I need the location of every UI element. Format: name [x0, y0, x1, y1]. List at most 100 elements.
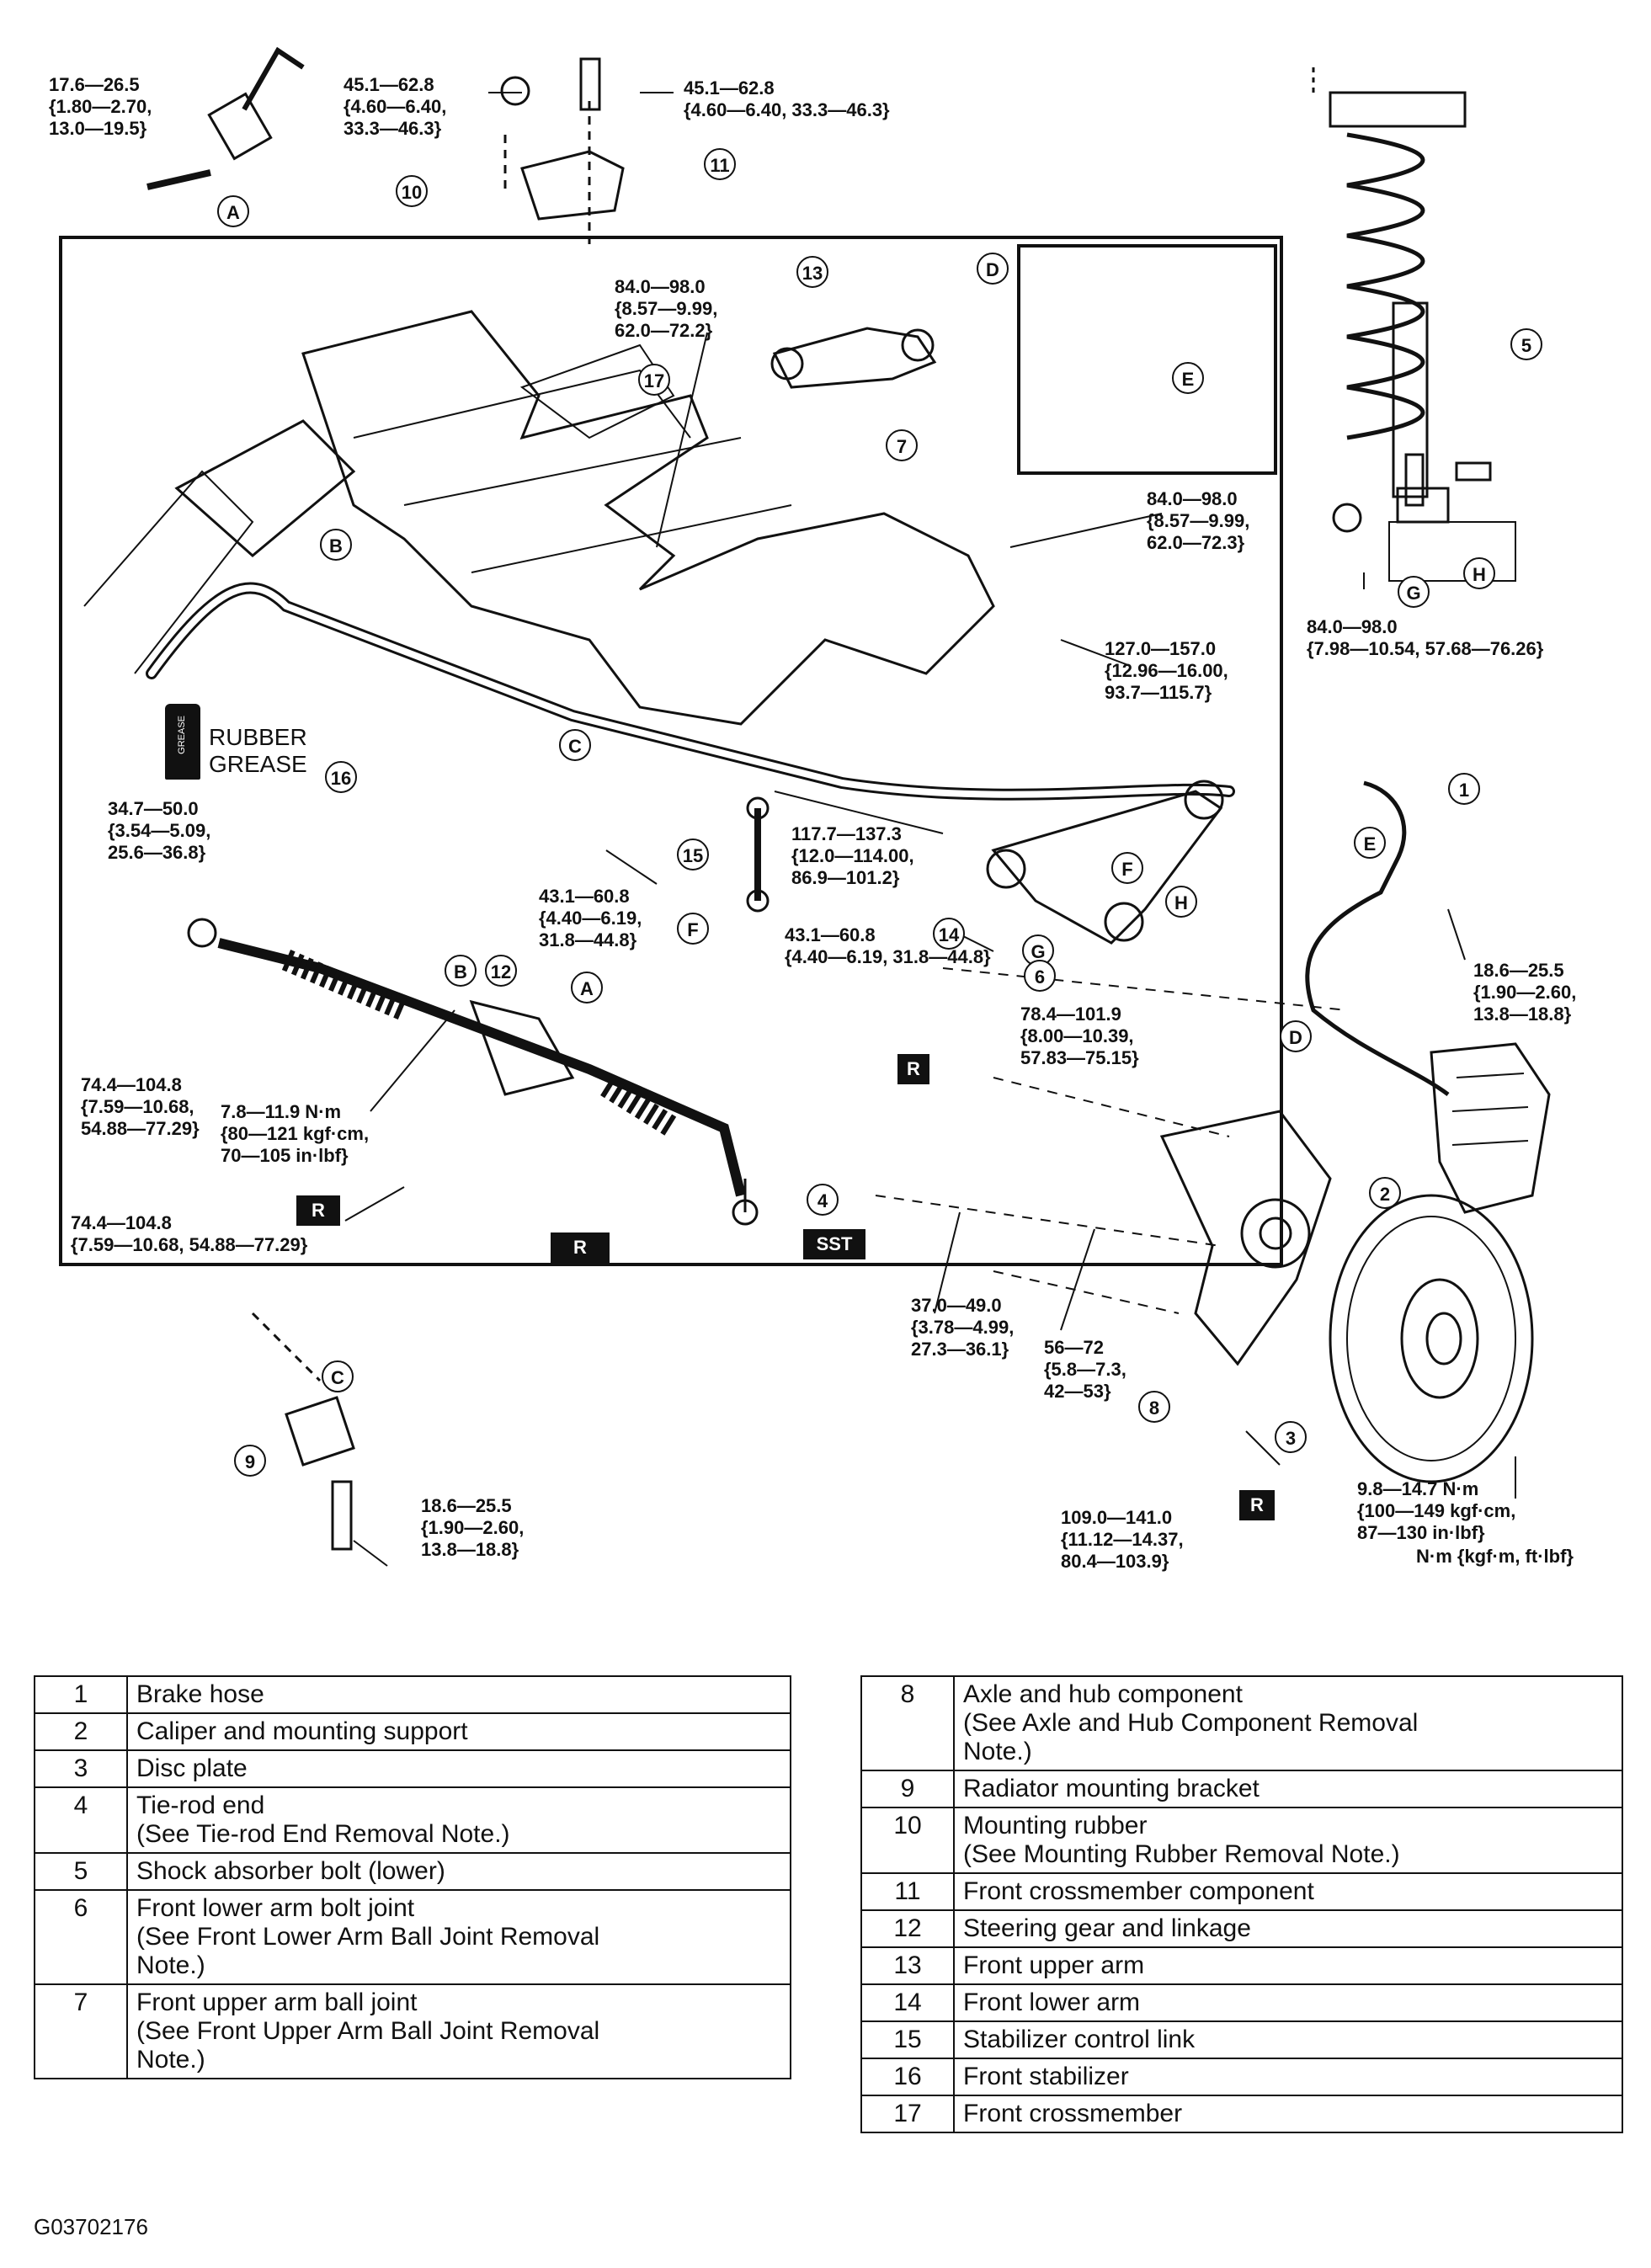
part-description-line: Radiator mounting bracket: [963, 1775, 1260, 1802]
torque-label-mounting-rubber-bolt: 45.1—62.8{4.60—6.40, 33.3—46.3}: [684, 77, 890, 120]
parts-row: 3 Disc plate: [34, 1749, 791, 1788]
part-description-line: (See Front Upper Arm Ball Joint Removal: [136, 2017, 600, 2045]
part-number: 13: [860, 1946, 955, 1985]
radiator-bracket: [285, 1396, 355, 1467]
part-description-line: Front crossmember: [963, 2100, 1183, 2127]
replace-tag-steering-clip: R: [296, 1195, 340, 1226]
exploded-view-diagram: 17.6—26.5{1.80—2.70,13.0—19.5} 45.1—62.8…: [49, 46, 1576, 1572]
callout-H-arm: H: [1165, 886, 1197, 918]
part-number: 15: [860, 2020, 955, 2059]
part-number: 5: [34, 1852, 128, 1891]
replace-tag-ball-joint: R: [897, 1054, 929, 1084]
part-description-line: Steering gear and linkage: [963, 1914, 1251, 1942]
part-description: Front lower arm bolt joint(See Front Low…: [126, 1889, 791, 1985]
callout-6: 6: [1024, 960, 1056, 992]
callout-C-bracket: C: [322, 1360, 354, 1392]
torque-label-ball-joint-nut: 78.4—101.9{8.00—10.39,57.83—75.15}: [1020, 1004, 1139, 1068]
part-description-line: Front stabilizer: [963, 2063, 1129, 2090]
callout-15: 15: [677, 839, 709, 870]
part-description: Mounting rubber(See Mounting Rubber Remo…: [953, 1807, 1623, 1874]
torque-label-knuckle-nut: 56—72{5.8—7.3,42—53}: [1044, 1337, 1126, 1402]
part-description-line: Front lower arm bolt joint: [136, 1894, 415, 1922]
part-number: 10: [860, 1807, 955, 1874]
part-description: Front lower arm: [953, 1983, 1623, 2022]
callout-1: 1: [1448, 773, 1480, 805]
part-description: Front crossmember: [953, 2095, 1623, 2133]
parts-row: 9 Radiator mounting bracket: [860, 1770, 1623, 1808]
part-description: Tie-rod end(See Tie-rod End Removal Note…: [126, 1786, 791, 1854]
torque-label-radiator-bracket: 18.6—25.5{1.90—2.60,13.8—18.8}: [421, 1495, 525, 1560]
torque-label-tie-rod-nut: 37.0—49.0{3.78—4.99,27.3—36.1}: [911, 1295, 1015, 1360]
part-description-line: Brake hose: [136, 1680, 264, 1708]
grease-can-text: GREASE: [177, 716, 187, 754]
part-description: Disc plate: [126, 1749, 791, 1788]
figure-code: G03702176: [34, 2214, 148, 2239]
part-description: Front crossmember component: [953, 1872, 1623, 1911]
torque-label-stabilizer-link-upper: 43.1—60.8{4.40—6.19,31.8—44.8}: [539, 886, 642, 950]
callout-E-hose: E: [1354, 827, 1386, 859]
torque-label-steering-gear-bolt: 74.4—104.8{7.59—10.68,54.88—77.29}: [81, 1074, 200, 1139]
part-description-line: Front upper arm ball joint: [136, 1988, 418, 2016]
torque-label-steering-joint: 17.6—26.5{1.80—2.70,13.0—19.5}: [49, 74, 152, 139]
part-description: Steering gear and linkage: [953, 1909, 1623, 1948]
part-description-line: Mounting rubber: [963, 1812, 1148, 1839]
callout-A-rack: A: [571, 972, 603, 1004]
part-number: 3: [34, 1749, 128, 1788]
part-number: 7: [34, 1983, 128, 2079]
upper-arm: [772, 327, 937, 389]
part-description-line: Note.): [136, 2046, 205, 2074]
callout-13: 13: [796, 256, 828, 288]
callout-4: 4: [807, 1184, 839, 1216]
callout-9: 9: [234, 1445, 266, 1477]
part-number: 2: [34, 1712, 128, 1751]
part-description-line: Tie-rod end: [136, 1792, 265, 1819]
part-description-line: Disc plate: [136, 1754, 248, 1782]
knuckle: [1159, 1110, 1332, 1366]
part-description: Front upper arm ball joint(See Front Upp…: [126, 1983, 791, 2079]
part-number: 1: [34, 1675, 128, 1714]
callout-10: 10: [396, 175, 428, 207]
disc-plate: [1329, 1194, 1534, 1483]
part-number: 9: [860, 1770, 955, 1808]
part-number: 6: [34, 1889, 128, 1985]
part-description-line: Front upper arm: [963, 1951, 1145, 1979]
callout-8: 8: [1138, 1391, 1170, 1423]
callout-16: 16: [325, 761, 357, 793]
callout-D-hose: D: [1280, 1020, 1312, 1052]
diagram-artwork: [59, 46, 1551, 1567]
sst-tag: SST: [803, 1229, 865, 1259]
torque-label-upper-arm-front: 84.0—98.0{8.57—9.99,62.0—72.2}: [615, 276, 718, 341]
torque-label-stabilizer-link-lower: 43.1—60.8{4.40—6.19, 31.8—44.8}: [785, 924, 991, 967]
part-description: Brake hose: [126, 1675, 791, 1714]
parts-row: 13 Front upper arm: [860, 1946, 1623, 1985]
callout-G-strut: G: [1398, 576, 1430, 608]
callout-F-link: F: [677, 913, 709, 945]
callout-12: 12: [485, 955, 517, 987]
torque-label-steering-gear-nut: 74.4—104.8{7.59—10.68, 54.88—77.29}: [71, 1212, 308, 1255]
lower-arm: [991, 790, 1223, 945]
part-description: Stabilizer control link: [953, 2020, 1623, 2059]
part-description-line: (See Front Lower Arm Ball Joint Removal: [136, 1923, 600, 1951]
part-description-line: Axle and hub component: [963, 1680, 1243, 1708]
callout-B-rack: B: [445, 955, 477, 987]
torque-label-lower-arm-front: 117.7—137.3{12.0—114.00,86.9—101.2}: [791, 823, 914, 888]
torque-label-steering-small-bolt: 7.8—11.9 N·m{80—121 kgf·cm,70—105 in·lbf…: [221, 1101, 370, 1166]
part-number: 4: [34, 1786, 128, 1854]
brake-hose: [1305, 780, 1450, 1097]
callout-D-frame: D: [977, 253, 1009, 285]
torque-label-lower-arm-bolt: 127.0—157.0{12.96—16.00,93.7—115.7}: [1105, 638, 1228, 703]
callout-5: 5: [1510, 328, 1542, 360]
part-description: Front stabilizer: [953, 2058, 1623, 2096]
